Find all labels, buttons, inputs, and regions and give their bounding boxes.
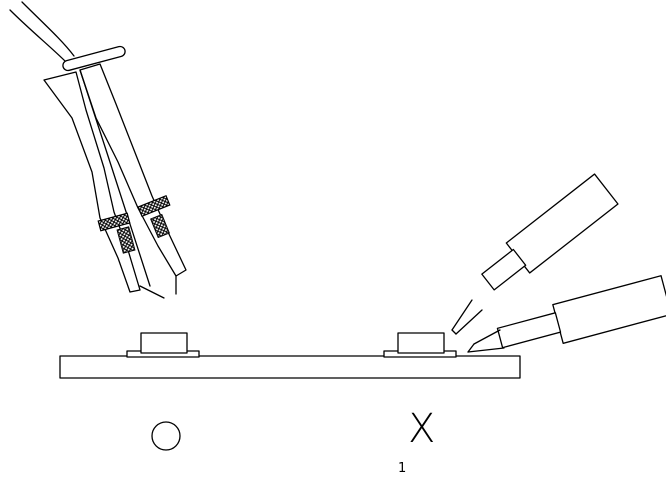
wrong-symbol: X <box>408 406 436 452</box>
footer-mark: 1 <box>398 461 407 476</box>
tweezer-cable <box>9 1 75 63</box>
lower-probe <box>467 275 666 353</box>
test-probe-pair-icon <box>451 173 666 353</box>
smd-component-icon <box>126 332 200 358</box>
upper-probe <box>451 173 619 335</box>
smd-component-icon-right <box>383 332 457 358</box>
circuit-board-icon <box>59 355 521 379</box>
correct-symbol-icon <box>151 421 181 451</box>
smd-tweezer-probe-icon <box>43 45 187 299</box>
